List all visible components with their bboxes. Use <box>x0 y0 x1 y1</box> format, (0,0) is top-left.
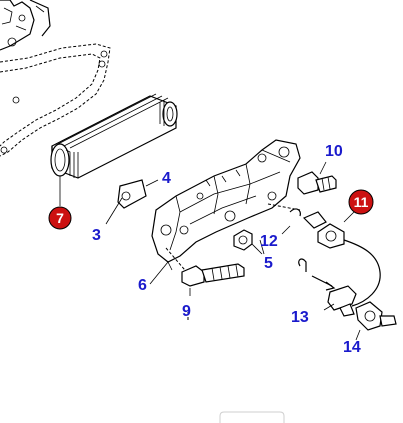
callout-5: 5 <box>264 255 273 272</box>
callout-4: 4 <box>162 170 171 187</box>
callout-10: 10 <box>325 143 343 160</box>
callout-13: 13 <box>291 309 309 326</box>
callout-3: 3 <box>92 227 101 244</box>
oil-cooler-core <box>50 93 178 206</box>
callout-14: 14 <box>343 339 361 356</box>
fitting-nut <box>233 229 263 255</box>
engine-block-fragment <box>0 0 51 51</box>
callout-badge-7: 7 <box>48 206 72 230</box>
callout-11: 11 <box>354 194 369 210</box>
bolt-lower <box>181 263 245 322</box>
sensor-assembly <box>302 211 381 307</box>
callout-7: 7 <box>56 210 64 226</box>
callout-9: 9 <box>182 303 191 320</box>
small-gasket <box>105 179 159 225</box>
oil-cooler-gasket <box>0 43 111 157</box>
bolt-upper <box>297 161 337 195</box>
bottom-tab <box>219 411 285 423</box>
callout-12: 12 <box>260 233 278 250</box>
oil-cooler-cover <box>151 139 301 277</box>
callout-6: 6 <box>138 277 147 294</box>
callout-badge-11: 11 <box>348 189 374 215</box>
hose-clip <box>281 208 301 235</box>
retaining-clip <box>298 258 357 317</box>
leader-lines <box>149 239 265 285</box>
bolt-sensor <box>355 301 397 341</box>
